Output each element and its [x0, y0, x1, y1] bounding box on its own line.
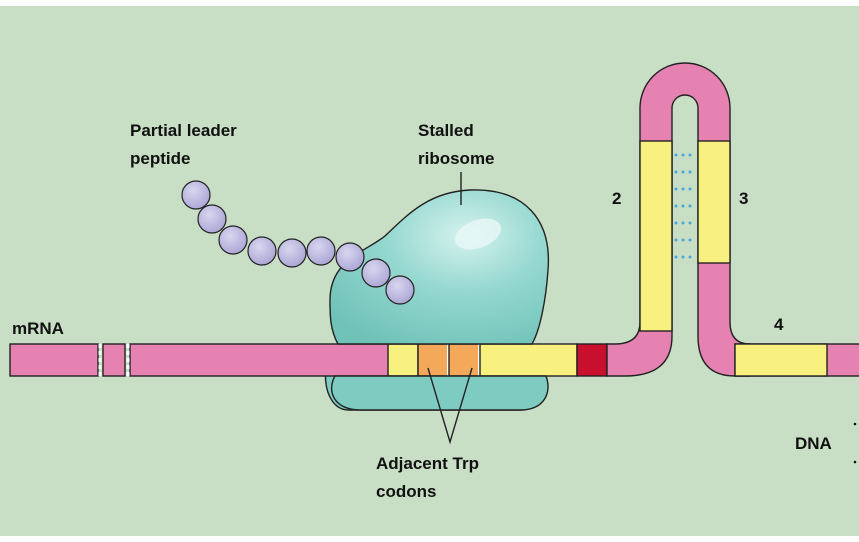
trp-codon-1: [418, 344, 448, 376]
dna-label: DNA: [795, 434, 832, 453]
amino-acid-bead: [307, 237, 335, 265]
region-3-segment: [698, 141, 730, 263]
amino-acid-bead: [219, 226, 247, 254]
amino-acid-bead: [278, 239, 306, 267]
amino-acid-bead: [336, 243, 364, 271]
region-3-label: 3: [739, 189, 748, 208]
region-2-label: 2: [612, 189, 621, 208]
partial-leader-label-line2: peptide: [130, 149, 190, 168]
trp-codon-2: [449, 344, 479, 376]
dna-dot: [854, 461, 857, 464]
region-4-segment: [735, 344, 827, 376]
adjacent-trp-label-line1: Adjacent Trp: [376, 454, 479, 473]
dna-dot: [854, 423, 857, 426]
stalled-ribosome-label-line2: ribosome: [418, 149, 495, 168]
mrna-right-strand: [735, 344, 859, 376]
ribosome-small-subunit-front: [332, 376, 548, 410]
leader-yellow-segment: [388, 344, 418, 376]
partial-leader-label-line1: Partial leader: [130, 121, 237, 140]
amino-acid-bead: [248, 237, 276, 265]
amino-acid-bead: [386, 276, 414, 304]
mrna-label: mRNA: [12, 319, 64, 338]
adjacent-trp-label-line2: codons: [376, 482, 436, 501]
amino-acid-bead: [198, 205, 226, 233]
region-2-segment: [640, 141, 672, 331]
region-1-yellow: [480, 344, 577, 376]
stalled-ribosome-label-line1: Stalled: [418, 121, 474, 140]
region-4-label: 4: [774, 315, 784, 334]
amino-acid-bead: [362, 259, 390, 287]
amino-acid-bead: [182, 181, 210, 209]
stop-codon: [577, 344, 607, 376]
